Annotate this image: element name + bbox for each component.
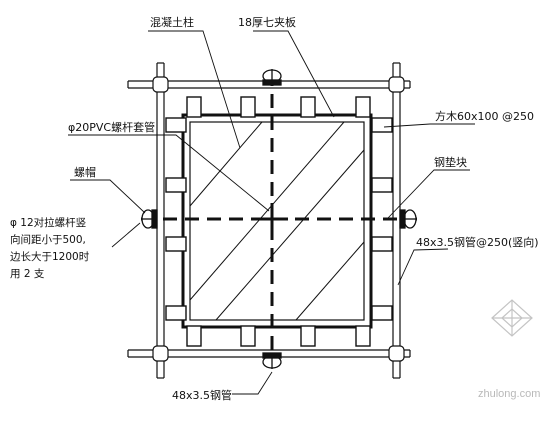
label-steel-pipe: 48x3.5钢管 xyxy=(172,388,232,402)
plywood-formwork xyxy=(181,113,373,329)
nut-bottom xyxy=(262,352,282,369)
label-tie-bolt-line4: 用 2 支 xyxy=(10,268,45,280)
nut-left xyxy=(141,209,158,229)
watermark-logo xyxy=(491,299,533,337)
leader-lines xyxy=(68,30,475,395)
watermark-text: zhulong.com xyxy=(478,388,540,400)
center-cross xyxy=(256,203,288,235)
label-tie-bolt-line2: 向间距小于500, xyxy=(10,233,86,246)
nut-right xyxy=(399,209,417,229)
label-tie-bolt-line3: 边长大于1200时 xyxy=(10,250,90,263)
label-steel-pipe-vertical: 48x3.5钢管@250(竖向) xyxy=(416,235,539,249)
label-pvc-sleeve: φ20PVC螺杆套管 xyxy=(68,120,155,134)
label-tie-bolt-line1: φ 12对拉螺杆竖 xyxy=(10,216,87,229)
pipe-couplers xyxy=(152,76,405,362)
concrete-hatching xyxy=(189,121,365,321)
label-timber: 方木60x100 @250 xyxy=(435,109,534,123)
label-nut: 螺帽 xyxy=(74,166,96,179)
label-concrete-column: 混凝土柱 xyxy=(150,15,194,29)
label-steel-block: 钢垫块 xyxy=(434,155,467,169)
label-plywood: 18厚七夹板 xyxy=(238,15,296,29)
nut-top xyxy=(262,69,282,86)
timber-studs xyxy=(165,96,393,347)
